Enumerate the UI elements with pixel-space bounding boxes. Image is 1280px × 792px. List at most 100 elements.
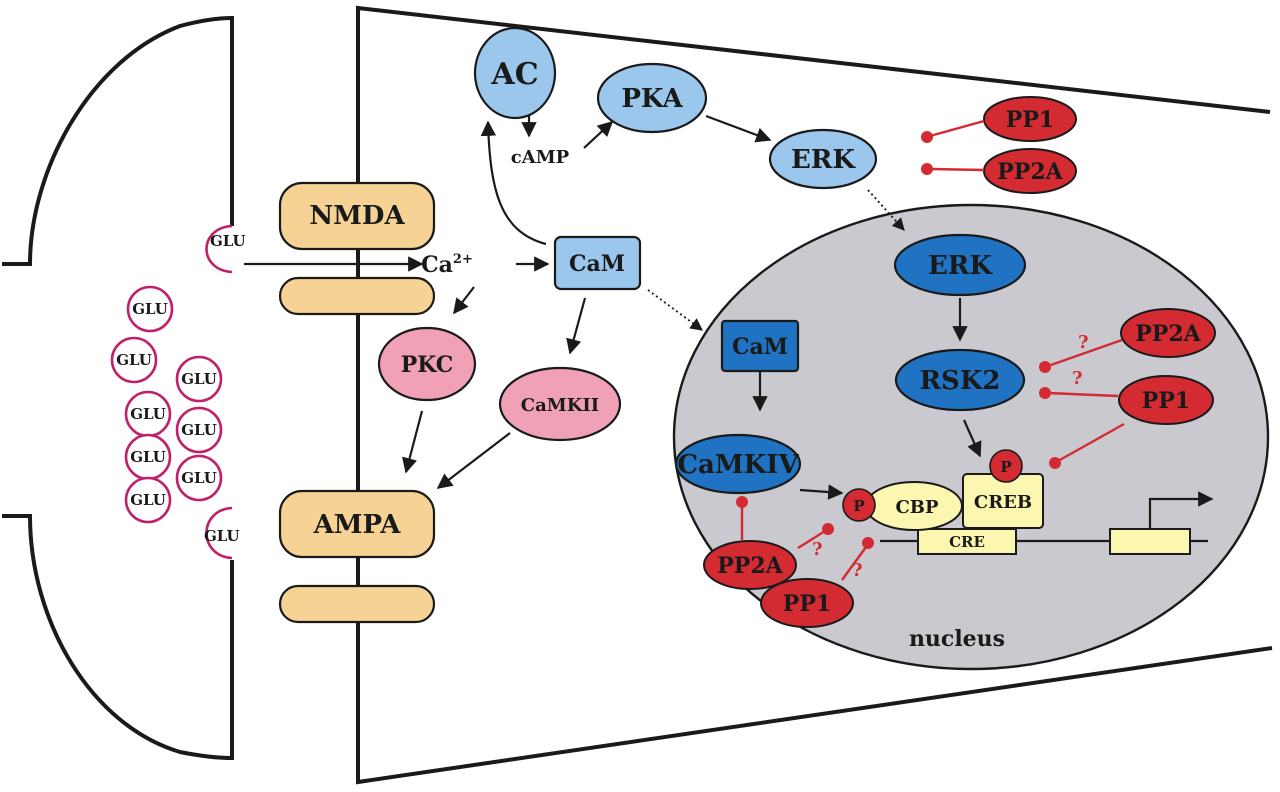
calcium-label: Ca2+ <box>421 252 473 278</box>
presynaptic-membrane-lower <box>2 514 234 761</box>
vesicle <box>126 285 174 333</box>
creb-label: CREB <box>974 492 1032 513</box>
pp2a-inhibits-erk <box>929 167 985 172</box>
cbp-phospho-label: P <box>853 497 864 515</box>
pp2a-label: PP2A <box>997 159 1063 185</box>
pp1-label: PP1 <box>1006 107 1054 133</box>
rsk2-to-creb-arrow <box>962 419 982 458</box>
nuclear-cam-node <box>720 319 800 373</box>
nuclear-pp2a-bottom-label: PP2A <box>717 553 783 579</box>
vesicle-fusion-top <box>205 224 233 274</box>
nuclear-erk-node <box>893 233 1027 297</box>
ampa-label: AMPA <box>313 510 402 540</box>
erk-node <box>768 128 878 190</box>
cbp-phospho-site <box>842 488 876 522</box>
ampa-lower-subunit <box>278 584 436 624</box>
pp1-inhibits-erk <box>929 119 985 138</box>
nuclear-cam-label: CaM <box>732 334 788 360</box>
camkii-node <box>498 366 622 442</box>
cam-to-camkii-arrow <box>566 297 587 355</box>
pp1-inhibits-cbp <box>841 546 867 581</box>
question-mark: ? <box>852 560 863 581</box>
vesicle-label: GLU <box>130 448 166 466</box>
camkiv-node <box>674 433 802 495</box>
target-gene-box <box>1109 528 1191 555</box>
cam-node <box>553 235 642 291</box>
nuclear-pp1-label: PP1 <box>1142 388 1190 414</box>
pp1-node <box>983 96 1077 142</box>
inhibition-head <box>921 163 933 175</box>
creb-phospho-label: P <box>1000 458 1011 476</box>
vesicle-label: GLU <box>181 421 217 439</box>
vesicle <box>175 454 223 502</box>
nmda-lower-subunit <box>278 276 436 316</box>
release-glu-top: GLU <box>210 232 246 250</box>
cytoplasm-inhibitions <box>921 119 985 175</box>
nuclear-pp1-bottom-node <box>760 578 854 628</box>
nuclear-arrows <box>752 298 982 500</box>
ampa-receptor: AMPA <box>278 489 436 624</box>
pkc-label: PKC <box>401 352 454 378</box>
pp2a-inhibits-rsk2 <box>1047 338 1123 368</box>
pathway-arrows <box>244 112 905 489</box>
nuclear-pp2a-bottom-node <box>703 540 797 590</box>
nuclear-pp1-bottom-label: PP1 <box>783 591 831 617</box>
transcription-start-arrow <box>1148 491 1214 529</box>
ampa-upper-subunit <box>278 489 436 559</box>
nuclear-pp2a-node <box>1120 308 1216 358</box>
pp1-inhibits-rsk2 <box>1047 391 1119 398</box>
release-glu-bottom: GLU <box>204 527 240 545</box>
pka-node <box>596 62 708 134</box>
pkc-to-ampa-arrow <box>402 410 424 474</box>
nuclear-pp2a-label: PP2A <box>1135 321 1201 347</box>
rsk2-node <box>894 348 1026 412</box>
vesicle <box>175 406 223 454</box>
inhibition-head <box>862 537 874 549</box>
pp1-inhibits-creb <box>1057 422 1125 463</box>
camp-label: cAMP <box>511 147 570 168</box>
inhibition-head <box>921 131 933 143</box>
camkiv-to-cbp-arrow <box>799 484 844 500</box>
nmda-receptor: NMDA <box>278 181 436 316</box>
cam-to-ac-arrow <box>480 120 547 246</box>
erk-translocation-arrow <box>867 189 905 231</box>
vesicle <box>110 336 158 384</box>
vesicle <box>175 355 223 403</box>
camkiv-label: CaMKIV <box>677 450 799 480</box>
vesicle-cluster: GLU GLU GLU GLU GLU GLU GLU GLU <box>110 285 223 524</box>
inhibition-head <box>1049 457 1061 469</box>
vesicle <box>124 476 172 524</box>
nuclear-nodes: ERK RSK2 PP2A PP1 CaM CaMKIV CRE CBP CRE… <box>674 233 1216 628</box>
pp2a-inhibits-cbp <box>797 529 826 550</box>
question-mark: ? <box>1072 368 1083 389</box>
pkc-node <box>377 326 477 402</box>
postsynaptic-spine <box>356 5 1273 785</box>
inhibition-head <box>736 496 748 508</box>
presynaptic-terminal: GLU GLU GLU GLU GLU GLU GLU GLU GLU GLU <box>2 15 246 761</box>
vesicle-label: GLU <box>130 405 166 423</box>
rsk2-label: RSK2 <box>919 366 1000 396</box>
ac-node <box>473 26 557 120</box>
vesicle-label: GLU <box>130 491 166 509</box>
nmda-upper-subunit <box>278 181 436 251</box>
pp2a-node <box>983 148 1077 194</box>
creb-phospho-site <box>989 449 1023 483</box>
pka-label: PKA <box>621 84 683 114</box>
nuclear-erk-label: ERK <box>928 251 993 281</box>
question-mark: ? <box>1078 332 1089 353</box>
nuclear-pp1-node <box>1118 375 1214 425</box>
pka-to-erk-arrow <box>705 114 772 143</box>
camkii-to-ampa-arrow <box>436 432 511 489</box>
vesicle-label: GLU <box>181 370 217 388</box>
cbp-label: CBP <box>895 497 939 518</box>
inhibition-head <box>822 523 834 535</box>
vesicle-label: GLU <box>132 300 168 318</box>
vesicle-label: GLU <box>116 351 152 369</box>
ac-label: AC <box>490 57 538 92</box>
cytoplasm-nodes: AC cAMP PKA ERK PP1 PP2A Ca2+ CaM PKC Ca… <box>377 26 1077 442</box>
camkii-label: CaMKII <box>521 395 599 416</box>
cam-label: CaM <box>569 251 625 277</box>
cre-label: CRE <box>949 533 985 551</box>
inhibition-head <box>1039 361 1051 373</box>
